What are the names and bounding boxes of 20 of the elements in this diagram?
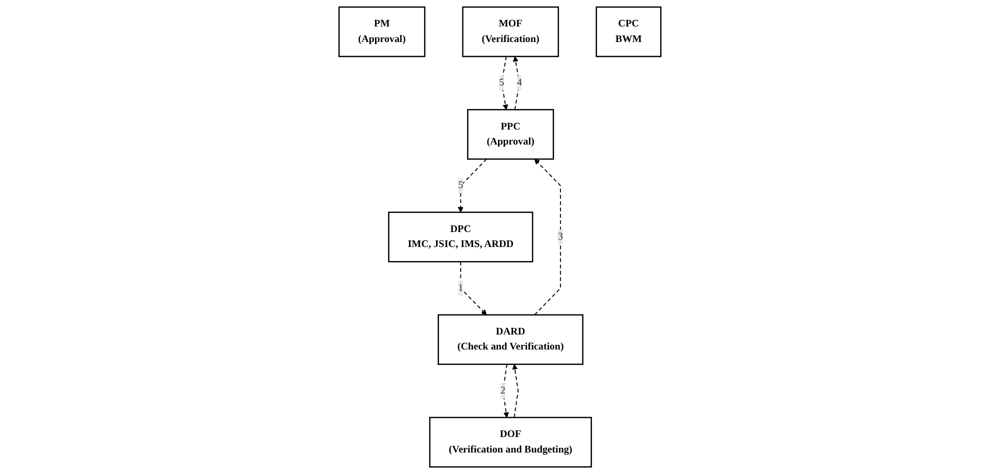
node-box: DOF (Verification and Budgeting) [429, 416, 592, 468]
node-box: PM (Approval) [338, 6, 426, 58]
arrow [460, 261, 487, 316]
arrow [501, 56, 508, 110]
edge-label: 1 [458, 282, 464, 294]
arrow [512, 364, 519, 418]
edge-label: 5 [458, 180, 464, 191]
node-box: MOF (Verification) [462, 6, 560, 58]
node-box: PPC (Approval) [467, 109, 554, 160]
arrow [502, 364, 509, 418]
edge-label: 5 [499, 77, 504, 88]
edge-label: 2 [500, 385, 506, 396]
edge-label: 3 [558, 231, 564, 242]
arrow [458, 158, 488, 213]
node-box: DPC IMC, JSIC, IMS, ARDD [388, 212, 534, 262]
node-box: CPC BWM [596, 6, 662, 58]
arrow [512, 56, 520, 110]
node-box: DARD (Check and Verification) [438, 314, 584, 365]
edge-label: 4 [516, 77, 522, 88]
arrow [534, 158, 561, 316]
